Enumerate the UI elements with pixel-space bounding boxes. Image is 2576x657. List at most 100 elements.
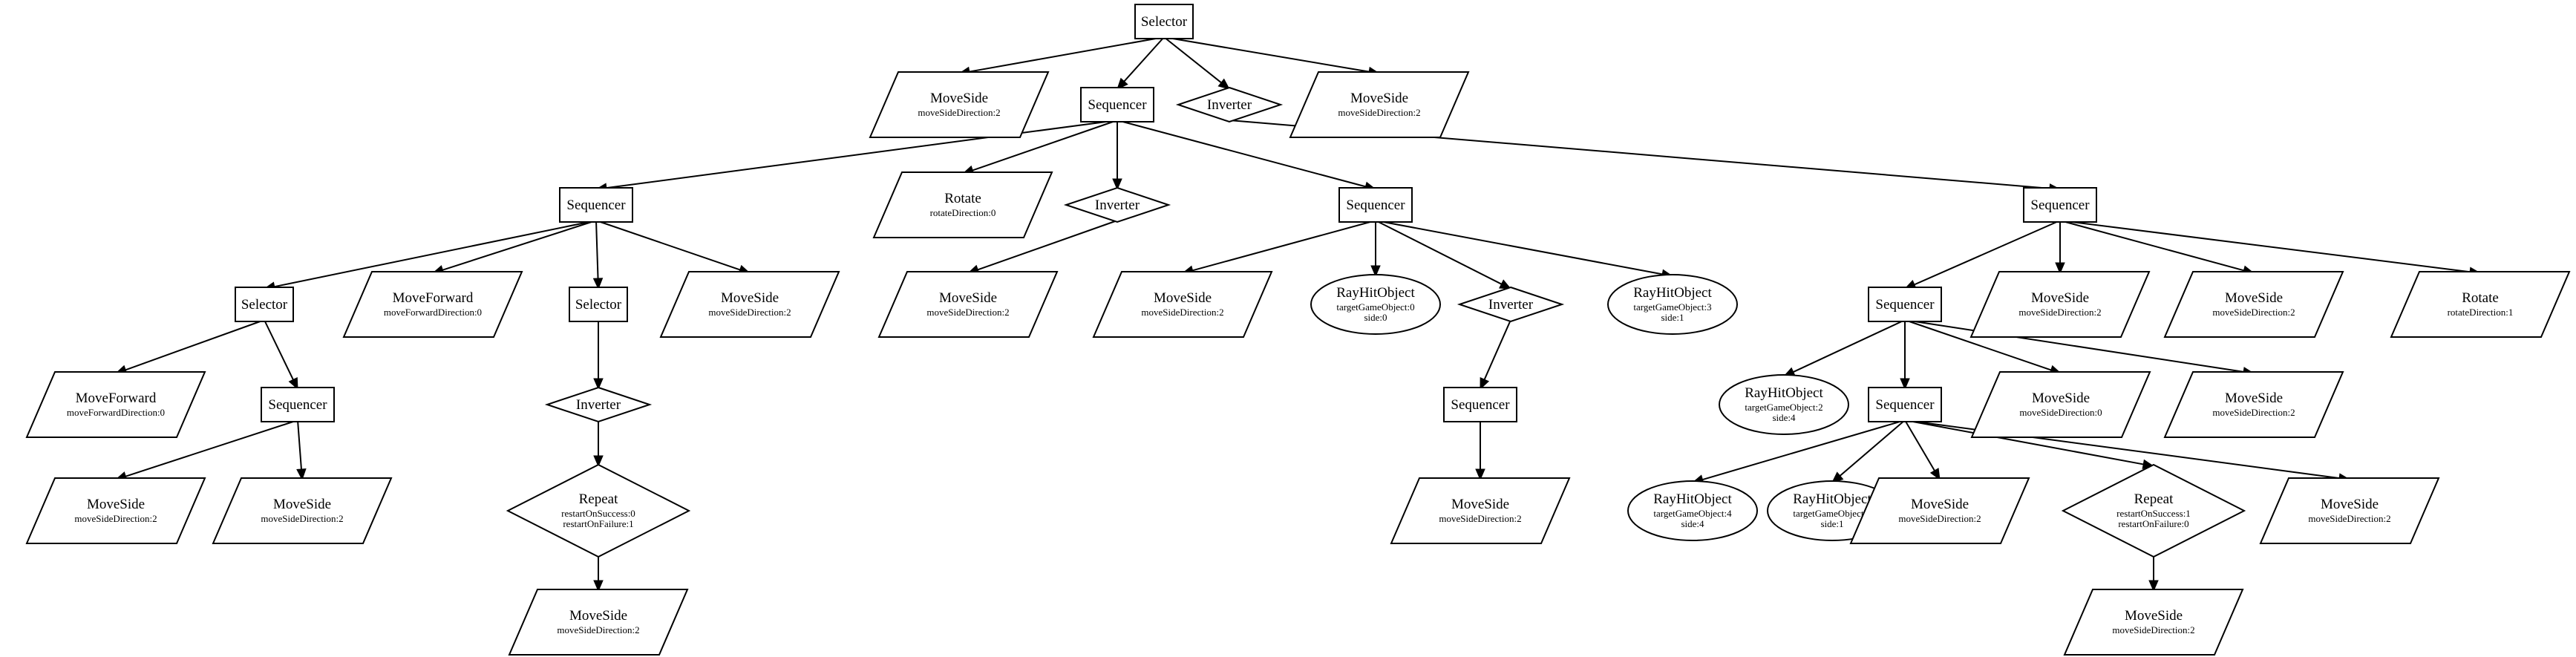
parallelogram-shape (877, 271, 1059, 338)
edge-n29-n37 (1831, 419, 1906, 483)
node-param: moveSideDirection:2 (261, 513, 343, 524)
node-title: MoveForward (393, 290, 474, 306)
node-title: MoveSide (721, 290, 779, 306)
node-param: side:1 (1661, 312, 1684, 323)
node-title: Sequencer (566, 197, 626, 213)
node-title: Rotate (944, 191, 981, 206)
node-param: moveSideDirection:2 (2212, 407, 2295, 418)
node-title: RayHitObject (1633, 285, 1712, 301)
node-param: side:4 (1772, 412, 1796, 423)
node-sequencer-n25: Sequencer (261, 387, 335, 422)
diamond-shape (1457, 286, 1565, 323)
node-selector-n1: Selector (1134, 4, 1194, 39)
edge-line (1839, 419, 1906, 477)
node-title: MoveSide (1911, 497, 1969, 512)
box-shape (1443, 387, 1517, 422)
node-sequencer-n27: Sequencer (1443, 387, 1517, 422)
edge-line (125, 319, 265, 371)
node-title: Repeat (2134, 491, 2174, 507)
parallelogram-shape (508, 589, 689, 656)
edge-line (1117, 120, 1366, 188)
node-param: moveSideDirection:2 (918, 107, 1000, 118)
arrowhead (1929, 468, 1941, 481)
node-title: Inverter (576, 397, 621, 413)
box-shape (1080, 87, 1154, 122)
edge-line (297, 419, 302, 470)
node-title: RayHitObject (1653, 491, 1732, 507)
node-sequencer-n20: Sequencer (1868, 287, 1942, 322)
node-param: moveForwardDirection:0 (67, 407, 165, 418)
node-param: restartOnFailure:0 (2118, 518, 2188, 529)
node-title: Sequencer (1875, 297, 1935, 313)
parallelogram-shape (869, 71, 1050, 138)
edge-line (274, 220, 597, 288)
node-title: MoveSide (930, 91, 988, 106)
node-param: side:4 (1681, 518, 1704, 529)
edge-n1-n4 (1163, 36, 1230, 90)
arrowhead (1475, 468, 1485, 481)
node-title: Inverter (1095, 197, 1140, 213)
node-param: moveForwardDirection:0 (384, 307, 482, 318)
parallelogram-shape (1092, 271, 1273, 338)
node-param: moveSideDirection:2 (2308, 513, 2390, 524)
node-title: Sequencer (268, 397, 327, 413)
node-sequencer-n10: Sequencer (2023, 187, 2097, 223)
node-param: targetGameObject:2 (1745, 402, 1823, 413)
arrowhead (288, 377, 298, 390)
node-title: MoveSide (1350, 91, 1408, 106)
edge-line (969, 36, 1165, 73)
arrowhead (592, 278, 604, 290)
edge-line (1375, 220, 1663, 275)
parallelogram-shape (1849, 477, 2030, 544)
edge-line (1375, 220, 1502, 285)
node-title: Inverter (1488, 297, 1534, 313)
node-param: targetGameObject:3 (1633, 301, 1711, 313)
edge-n13-n26 (593, 320, 604, 390)
parallelogram-shape (1970, 371, 2151, 438)
node-param: restartOnSuccess:0 (561, 508, 635, 519)
node-param: targetGameObject:4 (1653, 508, 1732, 519)
node-param: moveSideDirection:2 (74, 513, 157, 524)
edge-n9-n19 (1375, 220, 1674, 279)
node-title: Sequencer (1088, 97, 1147, 113)
node-title: Sequencer (1875, 397, 1935, 413)
arrowhead (1480, 377, 1490, 390)
node-title: Sequencer (1451, 397, 1510, 413)
node-title: RayHitObject (1336, 285, 1415, 301)
arrowhead (593, 378, 604, 390)
edge-line (1123, 36, 1165, 82)
parallelogram-shape (2259, 477, 2440, 544)
node-title: Sequencer (1346, 197, 1405, 213)
edge-n29-n38 (1904, 419, 1941, 481)
parallelogram-shape (25, 477, 206, 544)
edge-line (595, 220, 599, 279)
node-title: RayHitObject (1793, 491, 1871, 507)
edge-n20-n29 (1900, 320, 1910, 390)
node-title: MoveForward (76, 390, 157, 406)
ellipse-shape (1310, 274, 1441, 335)
node-param: moveSideDirection:2 (557, 624, 639, 635)
edge-line (1904, 319, 2052, 371)
arrowhead (1370, 265, 1381, 278)
node-inverter-n18: Inverter (1457, 286, 1565, 323)
edge-line (606, 120, 1118, 189)
edge-line (1904, 419, 1935, 471)
node-title: MoveSide (2032, 390, 2090, 406)
parallelogram-shape (1969, 271, 2151, 338)
edge-n1-n5 (1163, 36, 1381, 77)
node-title: MoveSide (1154, 290, 1212, 306)
edge-line (595, 220, 741, 271)
node-param: rotateDirection:1 (2448, 307, 2514, 318)
edge-line (972, 120, 1118, 171)
node-sequencer-n29: Sequencer (1868, 387, 1942, 422)
node-title: MoveSide (939, 290, 997, 306)
